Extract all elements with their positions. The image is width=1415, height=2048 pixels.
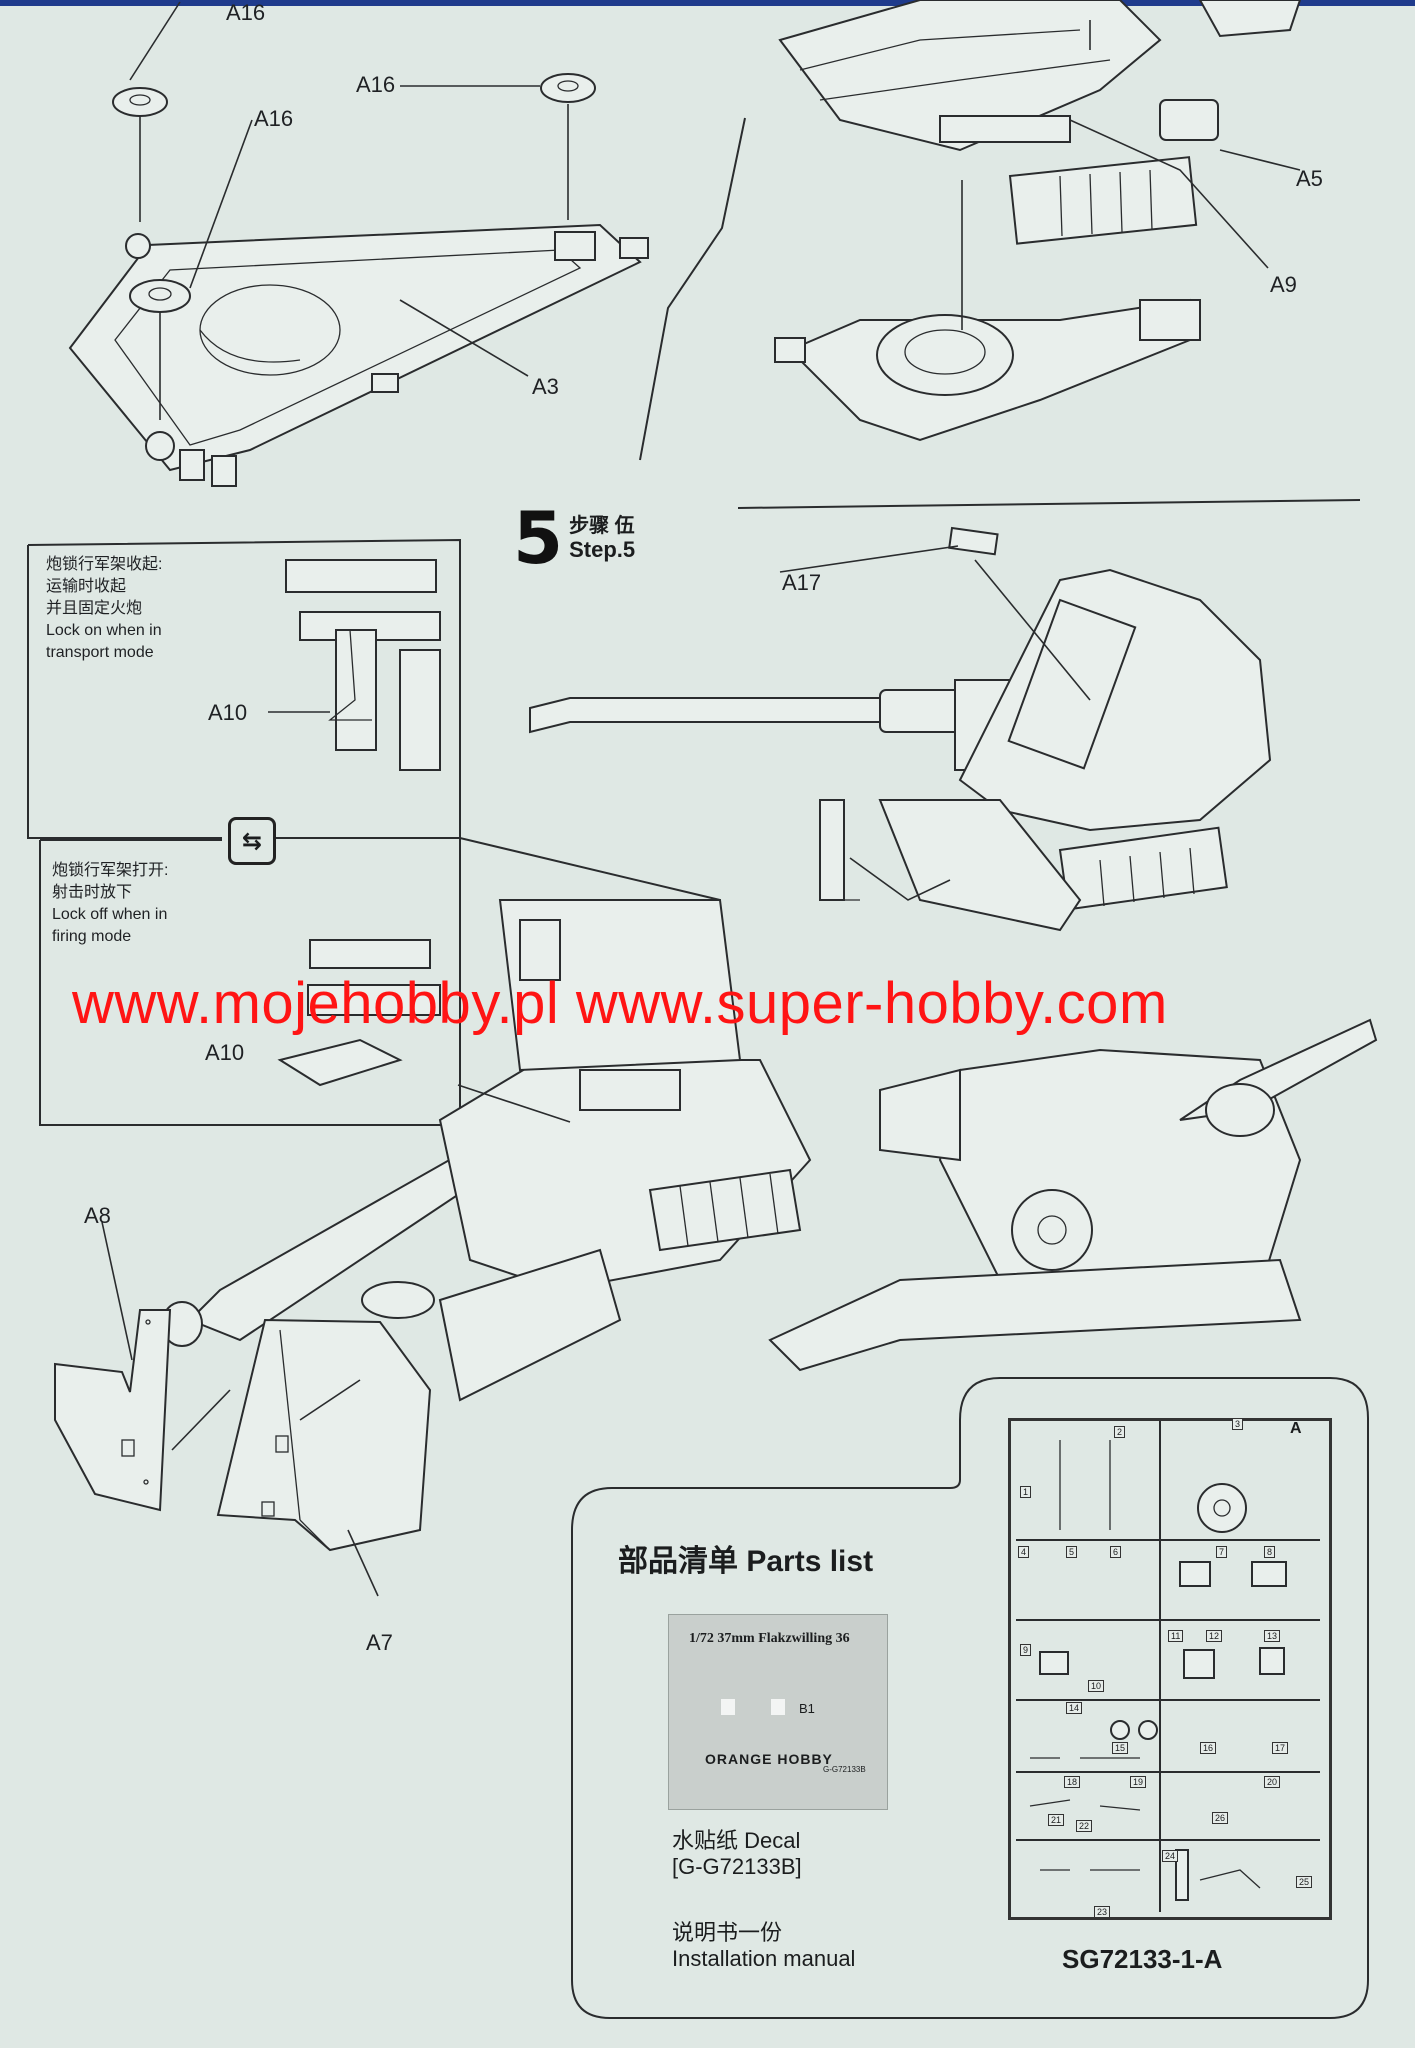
sprue-part-number: 19: [1130, 1776, 1147, 1788]
sprue-part-number: 22: [1076, 1820, 1093, 1832]
label-a7: A7: [366, 1630, 393, 1655]
sprue-tree-drawing: [1016, 1420, 1320, 1912]
sprue-part-number: 23: [1094, 1906, 1111, 1918]
sprue-part-number: 10: [1088, 1680, 1105, 1692]
sprue-part-number: 12: [1206, 1630, 1223, 1642]
label-a3: A3: [532, 374, 559, 399]
sprue-part-number: 1: [1020, 1486, 1032, 1498]
sprue-part-number: 5: [1066, 1546, 1078, 1558]
step-label-cn: 步骤 伍: [569, 515, 635, 537]
step-heading: 5 步骤 伍 Step.5: [513, 496, 636, 580]
sprue-part-number: 2: [1114, 1426, 1126, 1438]
sprue-part-number: 25: [1296, 1876, 1313, 1888]
sprue-part-number: 16: [1200, 1742, 1217, 1754]
label-a16: A16: [356, 72, 396, 97]
base-frame-a3-drawing: [68, 223, 649, 487]
sprue-part-number: 14: [1066, 1702, 1083, 1714]
label-a8: A8: [84, 1203, 111, 1228]
decal-mark: [721, 1699, 729, 1715]
sprue-letter: A: [1290, 1420, 1302, 1437]
label-a17: A17: [782, 570, 822, 595]
a16-parts-drawing: [112, 73, 596, 313]
label-a5: A5: [1296, 166, 1323, 191]
parts-list-title: 部品清单 Parts list: [618, 1545, 874, 1578]
sprue-part-number: 24: [1162, 1850, 1179, 1862]
label-a10: A10: [208, 700, 248, 725]
shield-a8-drawing: [54, 1309, 172, 1512]
sprue-part-number: 3: [1232, 1418, 1244, 1430]
decal-sheet-id: B1: [799, 1701, 815, 1716]
sprue-part-number: 8: [1264, 1546, 1276, 1558]
sprue-part-number: 17: [1272, 1742, 1289, 1754]
sprue-part-number: 6: [1110, 1546, 1122, 1558]
note-line: 射击时放下: [52, 884, 133, 901]
sprue-part-number: 18: [1064, 1776, 1081, 1788]
sprue-part-number: 15: [1112, 1742, 1129, 1754]
parts-list-panel: 部品清单 Parts list 1/72 37mm Flakzwilling 3…: [572, 1488, 1012, 2018]
step-number: 5: [513, 496, 564, 580]
note-line: 炮锁行军架打开:: [52, 862, 169, 879]
sprue-part-number: 20: [1264, 1776, 1281, 1788]
manual-label-en: Installation manual: [672, 1946, 856, 1971]
sprue-part-number: 26: [1212, 1812, 1229, 1824]
label-a16: A16: [254, 106, 294, 131]
sprue-part-number: 21: [1048, 1814, 1065, 1826]
assembled-gun-left-drawing: [161, 899, 812, 1402]
step-label-en: Step.5: [569, 537, 636, 562]
sprue-code: SG72133-1-A: [1062, 1944, 1223, 1974]
decal-sheet-code: G-G72133B: [823, 1765, 866, 1774]
note-line: Lock on when in: [46, 622, 162, 639]
decal-mark: [777, 1699, 785, 1715]
decal-mark: [727, 1699, 735, 1715]
page-top-strip: [0, 0, 1415, 6]
brand-logo: ORANGE HOBBY: [705, 1751, 833, 1767]
decal-sheet: 1/72 37mm Flakzwilling 36 B1 ORANGE HOBB…: [668, 1614, 888, 1810]
shield-a7-drawing: [216, 1318, 432, 1552]
sprue-part-number: 7: [1216, 1546, 1228, 1558]
note-line: 运输时收起: [46, 578, 127, 595]
label-a9: A9: [1270, 272, 1297, 297]
decal-code: [G-G72133B]: [672, 1854, 802, 1879]
note-line: firing mode: [52, 928, 132, 945]
decal-label: 水贴纸 Decal: [672, 1828, 801, 1853]
decal-mark: [771, 1699, 779, 1715]
swap-arrows-icon: ⇆: [228, 817, 276, 865]
watermark-text: www.mojehobby.pl www.super-hobby.com: [72, 971, 1168, 1036]
sprue-part-number: 13: [1264, 1630, 1281, 1642]
upper-carriage-drawing: [774, 0, 1302, 442]
inset-firing-drawing: [277, 939, 441, 1087]
inset-transport-drawing: [285, 559, 441, 771]
sprue-part-number: 4: [1018, 1546, 1030, 1558]
inset-transport-note: 炮锁行军架收起: 运输时收起 并且固定火炮 Lock on when in tr…: [46, 554, 162, 664]
manual-label-cn: 说明书一份: [672, 1920, 783, 1945]
step5-gun-drawing: [529, 526, 1272, 932]
note-line: 并且固定火炮: [46, 600, 143, 617]
sprue-frame: [1008, 1418, 1332, 1920]
label-a16: A16: [226, 0, 266, 25]
decal-sheet-title: 1/72 37mm Flakzwilling 36: [689, 1631, 850, 1646]
note-line: transport mode: [46, 644, 154, 661]
sprue-part-number: 9: [1020, 1644, 1032, 1656]
label-a10: A10: [205, 1040, 245, 1065]
assembled-gun-right-drawing: [768, 1018, 1378, 1372]
note-line: 炮锁行军架收起:: [46, 556, 163, 573]
sprue-part-number: 11: [1168, 1630, 1184, 1642]
note-line: Lock off when in: [52, 906, 168, 923]
inset-firing-note: 炮锁行军架打开: 射击时放下 Lock off when in firing m…: [52, 860, 168, 948]
